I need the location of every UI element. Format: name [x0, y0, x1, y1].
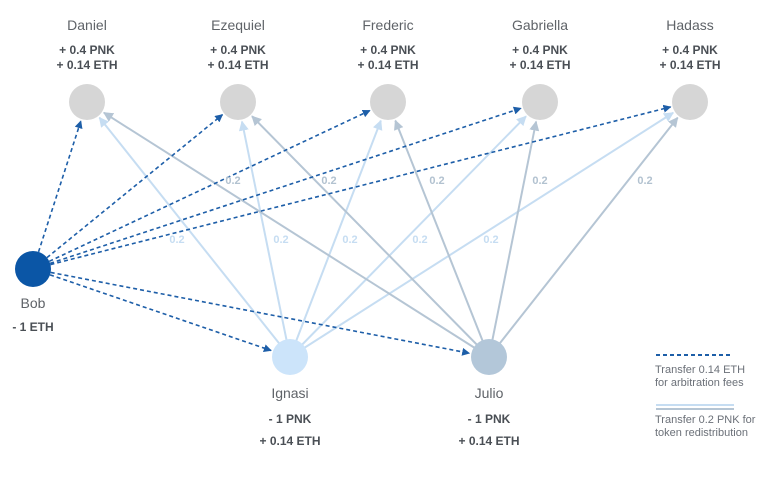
node-eth-bob: - 1 ETH: [12, 320, 54, 334]
edge-amount-label: 0.2: [273, 234, 288, 246]
edge-amount-label: 0.2: [321, 175, 336, 187]
node-pnk-frederic: + 0.4 PNK: [360, 43, 416, 57]
eth-edge-bob-gabriella: [36, 106, 522, 269]
edge-amount-label: 0.2: [342, 234, 357, 246]
node-name-gabriella: Gabriella: [511, 17, 569, 33]
eth-edge-bob-ezequiel: [35, 114, 224, 268]
node-eth-frederic: + 0.14 ETH: [357, 58, 419, 72]
edge-amount-label: 0.2: [637, 175, 652, 187]
node-eth-gabriella: + 0.14 ETH: [509, 58, 571, 72]
legend-eth-line-2: for arbitration fees: [655, 377, 744, 389]
legend-eth-line-1: Transfer 0.14 ETH: [655, 364, 746, 376]
eth-edge-bob-daniel: [33, 120, 83, 266]
node-eth-hadass: + 0.14 ETH: [659, 58, 721, 72]
legend: [656, 354, 734, 410]
node-daniel: [69, 84, 105, 120]
node-ezequiel: [220, 84, 256, 120]
node-pnk-daniel: + 0.4 PNK: [59, 43, 115, 57]
edge-amount-label: 0.2: [169, 234, 184, 246]
legend-pnk-text: Transfer 0.2 PNK for token redistributio…: [655, 414, 768, 440]
pnk-edge-julio-ezequiel: [251, 115, 490, 358]
node-name-julio: Julio: [474, 385, 504, 401]
eth-edge-bob-hadass: [36, 104, 672, 269]
eth-edge-bob-ignasi: [36, 269, 272, 352]
pnk-edge-ignasi-ezequiel: [238, 120, 291, 358]
node-eth-ezequiel: + 0.14 ETH: [207, 58, 269, 72]
eth-edge-bob-julio: [36, 268, 471, 356]
node-gabriella: [522, 84, 558, 120]
pnk-edge-julio-gabriella: [488, 120, 540, 358]
eth-edge-bob-frederic: [36, 109, 371, 269]
pnk-edge-julio-daniel: [103, 111, 490, 358]
node-bob: [15, 251, 51, 287]
node-eth-julio: + 0.14 ETH: [458, 434, 520, 448]
node-hadass: [672, 84, 708, 120]
node-frederic: [370, 84, 406, 120]
node-pnk-ezequiel: + 0.4 PNK: [210, 43, 266, 57]
edge-amount-label: 0.2: [429, 175, 444, 187]
edge-amount-label: 0.2: [412, 234, 427, 246]
node-ignasi: [272, 339, 308, 375]
node-pnk-ignasi: - 1 PNK: [268, 412, 312, 426]
legend-pnk-line-2: token redistribution: [655, 427, 748, 439]
node-name-ignasi: Ignasi: [271, 385, 309, 401]
legend-pnk-line-1: Transfer 0.2 PNK for: [655, 414, 756, 426]
node-pnk-gabriella: + 0.4 PNK: [512, 43, 568, 57]
edge-amount-label: 0.2: [532, 175, 547, 187]
pnk-edge-ignasi-daniel: [98, 116, 291, 358]
node-name-hadass: Hadass: [666, 17, 714, 33]
edge-amount-label: 0.2: [225, 175, 240, 187]
pnk-edge-julio-frederic: [394, 119, 490, 358]
node-pnk-hadass: + 0.4 PNK: [662, 43, 718, 57]
edge-amount-label: 0.2: [483, 234, 498, 246]
node-name-ezequiel: Ezequiel: [211, 17, 265, 33]
node-pnk-julio: - 1 PNK: [467, 412, 511, 426]
node-eth-ignasi: + 0.14 ETH: [259, 434, 321, 448]
node-julio: [471, 339, 507, 375]
node-name-daniel: Daniel: [67, 17, 107, 33]
pnk-edge-ignasi-hadass: [289, 111, 674, 358]
node-eth-daniel: + 0.14 ETH: [56, 58, 118, 72]
pnk-edge-ignasi-gabriella: [289, 115, 527, 358]
legend-eth-text: Transfer 0.14 ETH for arbitration fees: [655, 364, 768, 390]
node-name-frederic: Frederic: [362, 17, 414, 33]
pnk-edge-julio-hadass: [488, 116, 679, 358]
node-name-bob: Bob: [20, 295, 46, 311]
